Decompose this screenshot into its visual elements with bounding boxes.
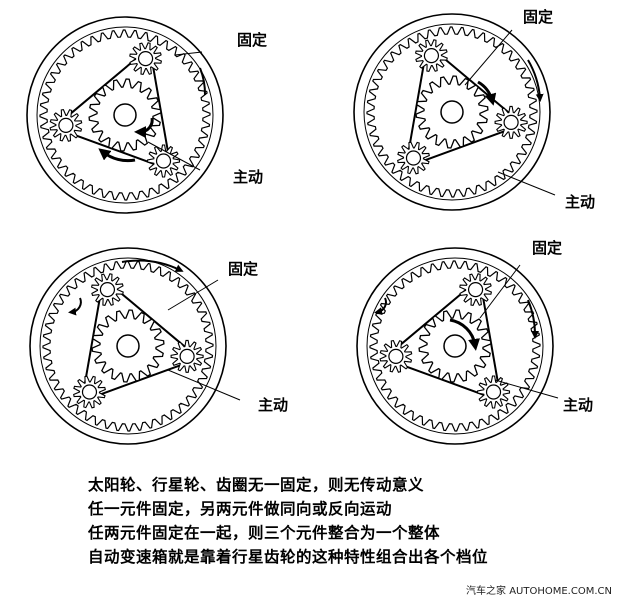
diagram-4-sun-shaft: [443, 334, 467, 358]
planetary-gear-diagrams: 固定 主动 固定 主动 固定 主动 固定 主动: [26, 8, 595, 445]
diagram-4-planet-pin: [485, 384, 502, 400]
diagram-1-planet-pin: [58, 117, 74, 133]
diagram-1-ring-gear-outline: [39, 29, 211, 201]
diagram-1: 固定 主动: [26, 16, 267, 214]
diagram-2-drive-label: 主动: [565, 193, 595, 211]
diagram-2-planet-pin: [405, 150, 422, 166]
diagram-3-sun-shaft: [116, 334, 140, 358]
diagram-1-planet-pin: [155, 153, 172, 169]
diagram-4-planet-pin: [467, 282, 484, 298]
diagram-2-planet-pin: [423, 48, 440, 64]
diagram-4-drive-label: 主动: [563, 396, 593, 414]
caption-line-2: 任一元件固定，另两元件做同向或反向运动: [88, 500, 393, 518]
diagram-3-planet-pin: [179, 348, 195, 364]
diagram-1-ring-gear-rim: [36, 26, 214, 204]
diagram-4-fixed-label: 固定: [532, 239, 562, 257]
diagram-2-fixed-label: 固定: [523, 8, 553, 26]
diagram-3-planet-pin: [99, 282, 116, 298]
diagram-4-ring-gear-outline: [369, 260, 541, 432]
diagram-2-ring-gear-outline: [366, 26, 538, 198]
diagram-2-ring-gear-rim: [363, 23, 541, 201]
diagram-3-ring-gear-rim: [39, 257, 217, 435]
caption-line-3: 任两元件固定在一起，则三个元件整合为一个整体: [88, 524, 441, 542]
diagram-3: 固定 主动: [29, 247, 288, 445]
diagram-1-sun-shaft: [113, 103, 137, 127]
diagram-4: 固定 主动: [356, 239, 593, 445]
watermark-logo: 汽车之家 AUTOHOME.COM.CN: [466, 586, 612, 597]
diagram-1-fixed-label: 固定: [237, 31, 267, 49]
diagram-2-sun-shaft: [440, 100, 464, 124]
diagram-1-planet-pin: [137, 51, 154, 67]
diagram-3-ring-gear-outline: [42, 260, 214, 432]
diagram-1-drive-label: 主动: [233, 168, 263, 186]
diagram-2: 固定 主动: [353, 8, 595, 211]
diagram-3-drive-label: 主动: [258, 396, 288, 414]
diagram-3-fixed-label: 固定: [228, 260, 258, 278]
caption-line-1: 太阳轮、行星轮、齿圈无一固定，则无传动意义: [88, 476, 425, 494]
diagram-2-planet-pin: [503, 114, 519, 130]
caption-line-4: 自动变速箱就是靠着行星齿轮的这种特性组合出各个档位: [88, 548, 489, 566]
diagram-4-ring-gear-rim: [366, 257, 544, 435]
diagram-4-planet-pin: [388, 348, 404, 364]
diagram-3-planet-pin: [81, 384, 98, 400]
